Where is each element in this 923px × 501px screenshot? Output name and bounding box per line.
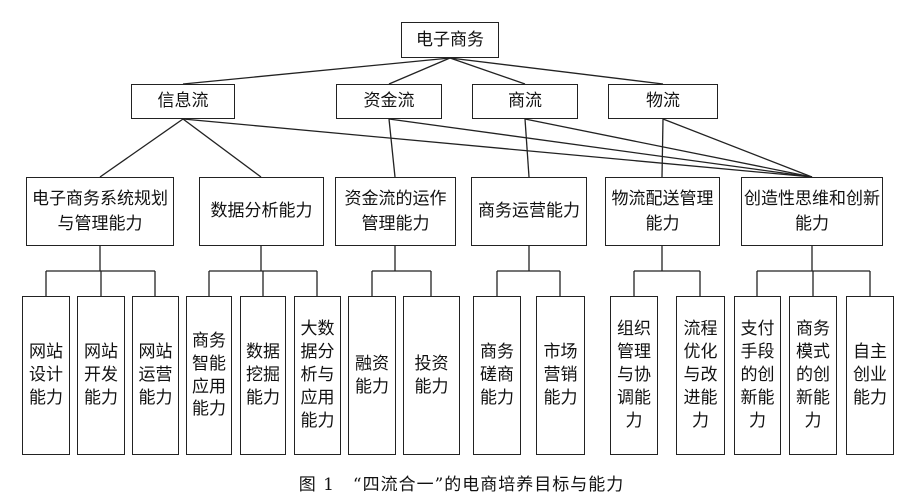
skill-label: 支付 手段 的创 新能 力	[740, 319, 775, 431]
skill-label: 网站 设计 能力	[29, 342, 63, 408]
ability-node-creative-thinking: 创造性思维和创新 能力	[741, 177, 883, 246]
skill-label: 网站 运营 能力	[138, 342, 173, 408]
ability-label: 电子商务系统规划 与管理能力	[32, 188, 168, 234]
skill-node: 支付 手段 的创 新能 力	[734, 296, 781, 455]
ability-label: 创造性思维和创新 能力	[744, 188, 880, 234]
skill-node: 自主 创业 能力	[846, 296, 894, 455]
ability-label: 物流配送管理 能力	[611, 188, 714, 234]
connector-line	[388, 118, 396, 178]
figure-caption: 图 1 “四流合一”的电商培养目标与能力	[298, 475, 625, 495]
connector-line	[449, 57, 526, 85]
skill-label: 自主 创业 能力	[853, 342, 887, 408]
flow-node-capital: 资金流	[336, 84, 442, 119]
skill-node: 网站 运营 能力	[132, 296, 179, 455]
ability-label: 数据分析能力	[210, 201, 313, 222]
flow-label: 物流	[646, 91, 680, 112]
flow-label: 商流	[508, 91, 542, 112]
ability-node-business-operation: 商务运营能力	[471, 177, 587, 246]
skill-label: 商务 模式 的创 新能 力	[796, 319, 830, 431]
skill-node: 商务 智能 应用 能力	[186, 296, 232, 455]
skill-label: 市场 营销 能力	[543, 342, 578, 408]
skill-node: 网站 设计 能力	[22, 296, 70, 455]
skill-label: 数据 挖掘 能力	[246, 342, 280, 408]
connector-line	[182, 118, 262, 178]
root-node: 电子商务	[401, 22, 499, 58]
ability-node-logistics-management: 物流配送管理 能力	[605, 177, 720, 246]
flow-node-logistics: 物流	[608, 84, 718, 119]
connector-line	[449, 57, 664, 85]
skill-label: 商务 磋商 能力	[480, 342, 514, 408]
ability-node-ec-system-planning: 电子商务系统规划 与管理能力	[26, 177, 174, 246]
connector-line	[388, 57, 451, 85]
ability-node-data-analysis: 数据分析能力	[199, 177, 324, 246]
skill-node: 网站 开发 能力	[77, 296, 125, 455]
ability-label: 资金流的运作 管理能力	[344, 188, 447, 234]
skill-node: 商务 模式 的创 新能 力	[789, 296, 837, 455]
connector-line	[182, 57, 451, 85]
skill-label: 投资 能力	[414, 353, 449, 397]
skill-label: 商务 智能 应用 能力	[192, 330, 226, 420]
flow-label: 信息流	[157, 91, 209, 112]
connector-line	[661, 118, 664, 178]
flow-node-information: 信息流	[131, 84, 235, 119]
skill-node: 融资 能力	[348, 296, 396, 455]
connector-line	[182, 118, 813, 178]
connector-lines	[45, 57, 871, 296]
skill-node: 流程 优化 与改 进能 力	[676, 296, 725, 455]
connector-line	[524, 118, 813, 178]
skill-node: 大数 据分 析与 应用 能力	[294, 296, 341, 455]
skill-node: 市场 营销 能力	[536, 296, 585, 455]
connector-line	[524, 118, 530, 178]
skill-label: 融资 能力	[355, 353, 389, 397]
connector-line	[99, 118, 184, 178]
skill-label: 大数 据分 析与 应用 能力	[300, 319, 335, 431]
ability-node-capital-management: 资金流的运作 管理能力	[335, 177, 456, 246]
flow-node-commerce: 商流	[472, 84, 578, 119]
skill-label: 组织 管理 与协 调能 力	[617, 319, 651, 431]
ability-label: 商务运营能力	[478, 201, 580, 222]
flow-label: 资金流	[363, 91, 415, 112]
skill-label: 网站 开发 能力	[84, 342, 118, 408]
root-label: 电子商务	[416, 29, 484, 50]
skill-node: 组织 管理 与协 调能 力	[610, 296, 658, 455]
skill-node: 投资 能力	[403, 296, 460, 455]
skill-node: 商务 磋商 能力	[473, 296, 521, 455]
connector-line	[662, 118, 813, 178]
skill-label: 流程 优化 与改 进能 力	[683, 319, 718, 431]
connector-line	[388, 118, 813, 178]
skill-node: 数据 挖掘 能力	[240, 296, 286, 455]
